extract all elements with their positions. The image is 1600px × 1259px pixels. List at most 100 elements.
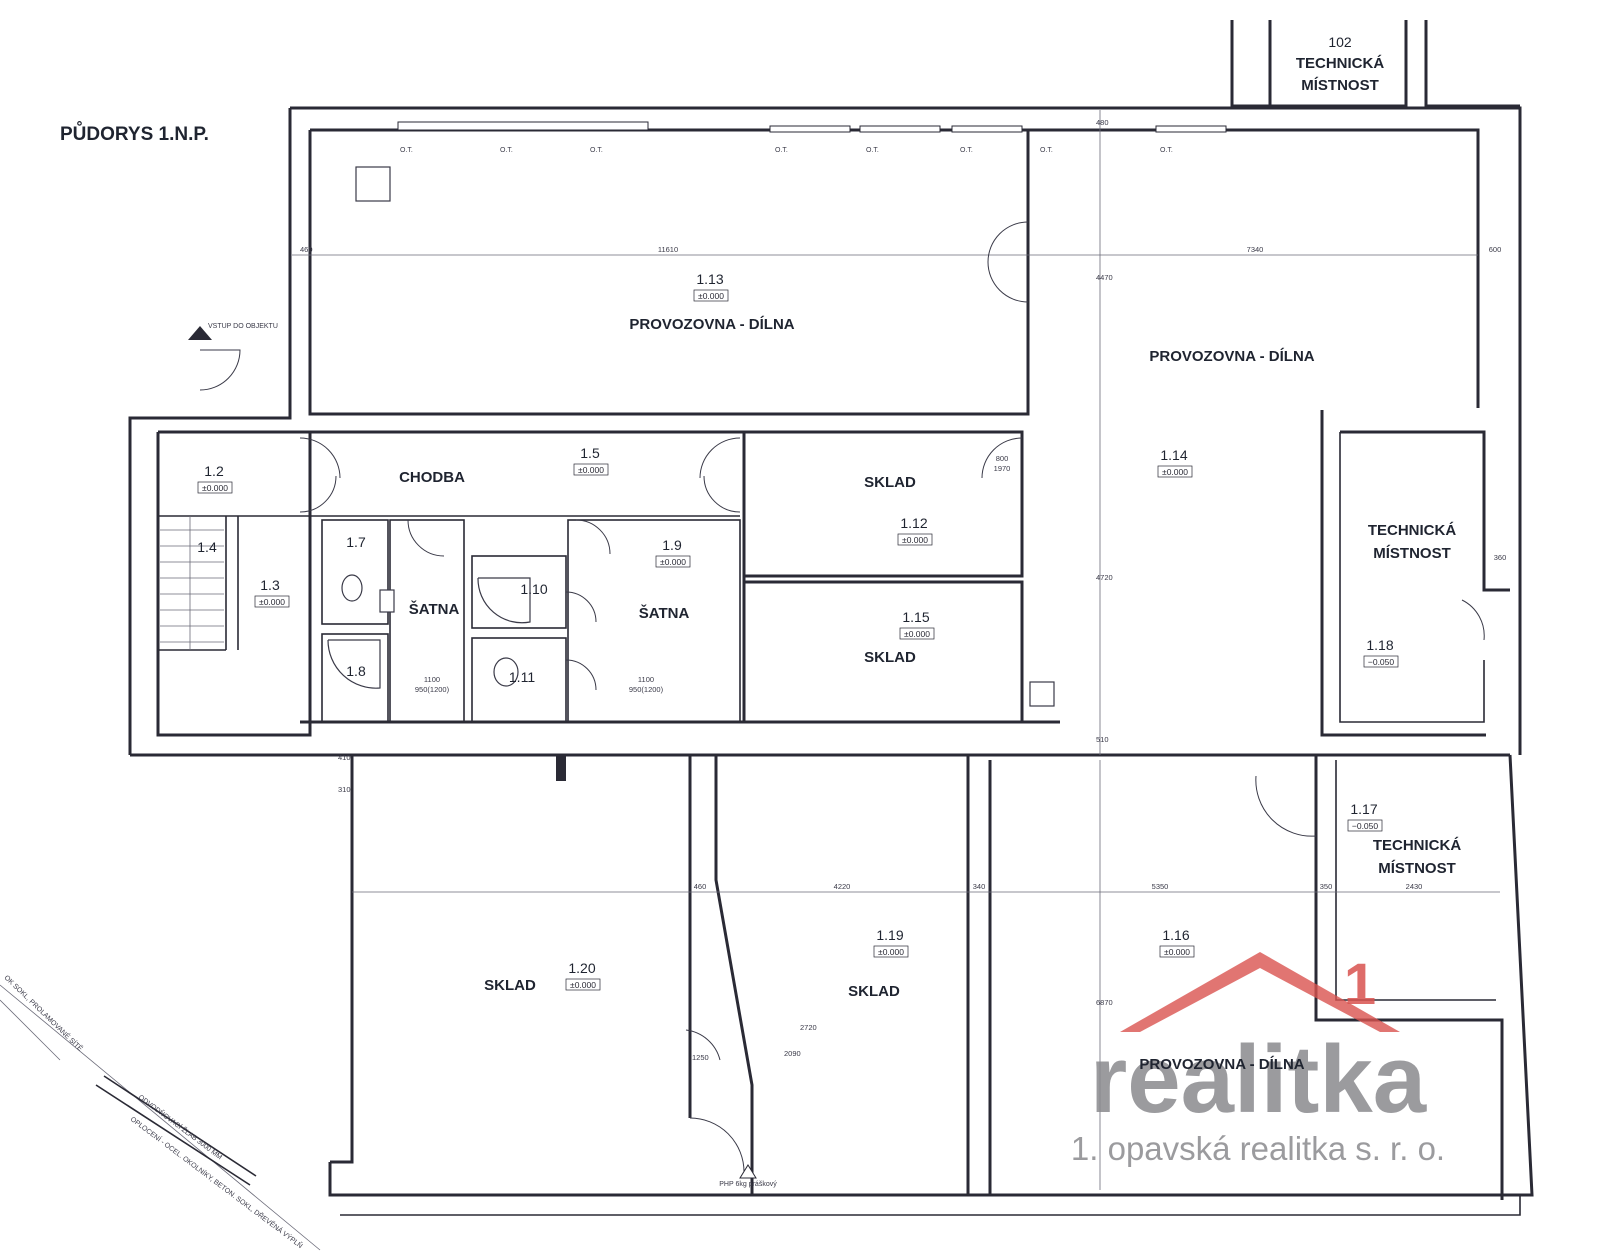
site-fence <box>0 984 321 1251</box>
lower-doors <box>685 1029 745 1173</box>
room-1-3-level-box <box>254 595 290 608</box>
room-1-18-name-line1: TECHNICKÁ <box>1368 522 1456 539</box>
room-1-4-number: 1.4 <box>197 539 217 555</box>
room-1-2-level: ±0.000 <box>202 483 228 493</box>
room-1-5-name: CHODBA <box>399 469 465 486</box>
room-1-15-level-box <box>899 627 935 640</box>
lower-dim-line <box>352 760 1500 1190</box>
dim-2430: 2430 <box>1406 882 1423 891</box>
logo-roof-icon <box>1120 952 1400 1032</box>
room-1-19-level-box <box>873 945 909 958</box>
room-1-2-number: 1.2 <box>204 463 224 479</box>
room-1-13-doors <box>987 221 1029 303</box>
dim-600: 600 <box>1489 245 1502 254</box>
top-windows <box>397 121 1227 133</box>
room-1-9-level-box <box>655 555 691 568</box>
storage-doors <box>981 437 1023 479</box>
room-1-2-level-box <box>197 481 233 494</box>
storage-walls <box>744 430 1060 724</box>
room-1-12-level-box <box>897 533 933 546</box>
room-1-12-level: ±0.000 <box>902 535 928 545</box>
room-1-9-level: ±0.000 <box>660 557 686 567</box>
room-1-17-name-line1: TECHNICKÁ <box>1373 837 1461 854</box>
dim-11610: 11610 <box>658 245 678 254</box>
window-label-2: O.T. <box>500 147 513 154</box>
room-1-13-level: ±0.000 <box>698 291 724 301</box>
dim-340: 340 <box>973 882 986 891</box>
plan-title: PŮDORYS 1.N.P. <box>60 122 209 145</box>
extinguisher-label: PHP 6kg práškový <box>719 1181 777 1188</box>
entrance-door <box>188 326 241 391</box>
room-1-16-name: PROVOZOVNA - DÍLNA <box>1139 1056 1304 1073</box>
dim-350: 350 <box>1320 882 1333 891</box>
dim-6870: 6870 <box>1096 998 1113 1007</box>
sanitary-fixtures <box>327 574 1055 707</box>
room-1-13-level-box <box>693 289 729 302</box>
room-1-16-level: ±0.000 <box>1164 947 1190 957</box>
window-label-8: O.T. <box>1160 147 1173 154</box>
dim-4470: 4470 <box>1096 273 1113 282</box>
room-1-19-name: SKLAD <box>848 983 900 1000</box>
room-1-14-name: PROVOZOVNA - DÍLNA <box>1149 348 1314 365</box>
dim-510: 510 <box>1096 735 1109 744</box>
logo-word: realitka <box>1090 1026 1427 1133</box>
room-1-18-door <box>1461 599 1485 641</box>
room-1-17-door <box>1255 775 1317 837</box>
room-1-19-number: 1.19 <box>876 927 903 943</box>
ceiling-hatch <box>355 166 391 202</box>
room-1-18-level-box <box>1363 655 1399 668</box>
room-1-3-level: ±0.000 <box>259 597 285 607</box>
room-1-18-name-line2: MÍSTNOST <box>1373 545 1451 562</box>
room-1-19-level: ±0.000 <box>878 947 904 957</box>
dim-950-a: 950(1200) <box>415 685 450 694</box>
dim-480: 480 <box>1096 118 1109 127</box>
room-1-12-number: 1.12 <box>900 515 927 531</box>
room-1-7-number: 1.7 <box>346 534 366 550</box>
dim-5350: 5350 <box>1152 882 1169 891</box>
dim-1100-b: 1100 <box>638 675 654 684</box>
corridor-doors <box>299 437 741 691</box>
fire-extinguisher-icon <box>739 1164 757 1179</box>
dim-2090: 2090 <box>784 1049 801 1058</box>
room-1-17-name-line2: MÍSTNOST <box>1378 860 1456 877</box>
window-label-5: O.T. <box>866 147 879 154</box>
staircase <box>160 516 224 650</box>
room-1-13-number: 1.13 <box>696 271 723 287</box>
dim-460-b: 460 <box>694 882 707 891</box>
satna-a-name: ŠATNA <box>409 600 460 618</box>
fence-label-a: OPLOCENÍ - OCEL. OKOLNÍKY, BETON. SOKL, … <box>129 1114 305 1250</box>
window-label-7: O.T. <box>1040 147 1053 154</box>
room-1-14-level-box <box>1157 465 1193 478</box>
logo-one: 1 <box>1344 952 1376 1017</box>
room-1-17-number: 1.17 <box>1350 801 1377 817</box>
room-1-20-number: 1.20 <box>568 960 595 976</box>
room-1-16-level-box <box>1159 945 1195 958</box>
room-1-17-level: −0.050 <box>1352 821 1379 831</box>
room-1-8-number: 1.8 <box>346 663 366 679</box>
room-1-5-level: ±0.000 <box>578 465 604 475</box>
dim-4720: 4720 <box>1096 573 1113 582</box>
room-1-20-level-box <box>565 978 601 991</box>
window-label-3: O.T. <box>590 147 603 154</box>
dim-7340: 7340 <box>1247 245 1264 254</box>
room-1-20-level: ±0.000 <box>570 980 596 990</box>
dim-2720: 2720 <box>800 1023 817 1032</box>
room-1-11-number: 1.11 <box>509 669 535 685</box>
room-102-number: 102 <box>1328 34 1352 50</box>
room-1-13-name: PROVOZOVNA - DÍLNA <box>629 316 794 333</box>
room-1-9-number: 1.9 <box>662 537 682 553</box>
dim-310: 310 <box>338 785 351 794</box>
room-1-20-name: SKLAD <box>484 977 536 994</box>
room-1-12-name: SKLAD <box>864 474 916 491</box>
room-1-15-number: 1.15 <box>902 609 929 625</box>
room-1-14-level: ±0.000 <box>1162 467 1188 477</box>
satna-b-name: ŠATNA <box>639 604 690 622</box>
dim-4220: 4220 <box>834 882 851 891</box>
fence-label-c: OK SOKL, PROLAMOVANÉ SÍTĚ <box>3 973 86 1053</box>
logo-subtitle: 1. opavská realitka s. r. o. <box>1071 1130 1445 1167</box>
room-1-14-number: 1.14 <box>1160 447 1187 463</box>
window-label-4: O.T. <box>775 147 788 154</box>
dim-1100-a: 1100 <box>424 675 440 684</box>
room-1-3-number: 1.3 <box>260 577 280 593</box>
